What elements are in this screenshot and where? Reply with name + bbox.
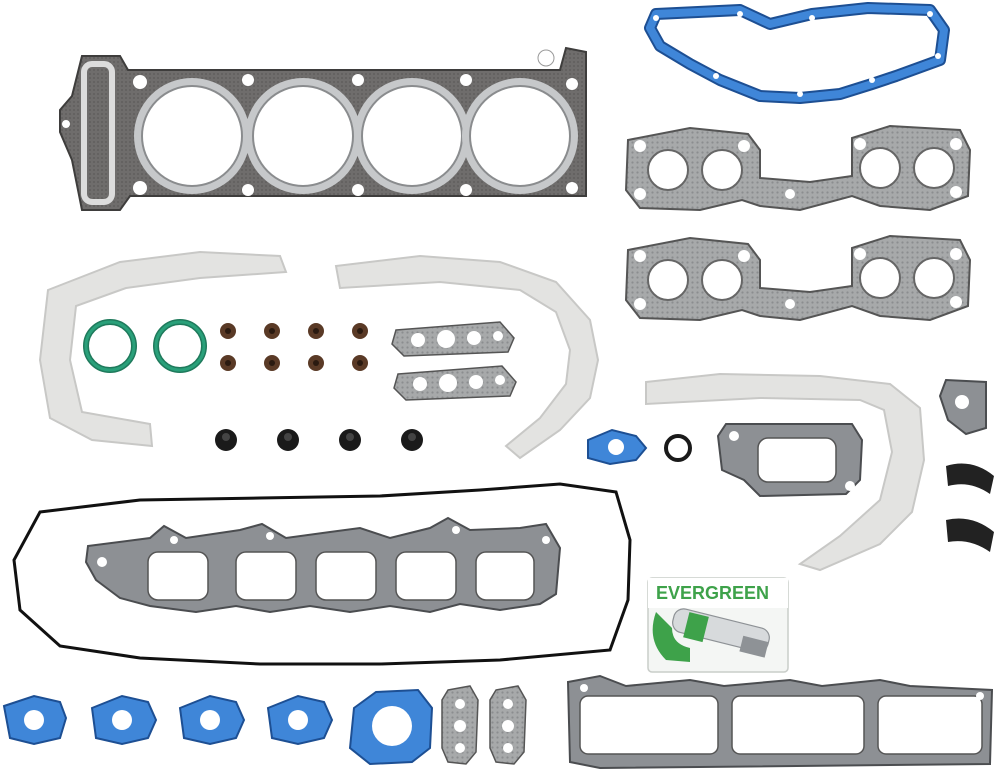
exhaust-manifold-gasket-lower <box>624 234 972 322</box>
small-vertical-gasket-2 <box>489 685 527 765</box>
fiber-strip-right <box>645 372 926 572</box>
sealant-package: EVERGREEN <box>647 577 789 673</box>
grey-outlet-gasket <box>716 423 864 498</box>
valve-stem-seals <box>220 323 368 371</box>
small-mesh-gasket-upper <box>391 321 515 357</box>
black-o-ring <box>664 434 692 462</box>
blue-gasket-3 <box>178 694 246 746</box>
blue-gasket-1 <box>2 694 68 746</box>
intake-manifold-gasket <box>84 516 562 614</box>
small-mesh-gasket-lower <box>393 365 517 401</box>
half-moon-seal-upper <box>946 463 994 494</box>
blue-gasket-2 <box>90 694 158 746</box>
fiber-strip-left <box>38 250 288 448</box>
small-blue-gasket <box>587 428 648 466</box>
valve-cover-gasket <box>12 482 632 666</box>
cylinder-head-gasket <box>59 46 587 211</box>
half-moon-seal-lower <box>946 518 994 552</box>
blue-gasket-4 <box>266 694 334 746</box>
plenum-gasket <box>566 674 994 770</box>
exhaust-manifold-gasket-upper <box>624 124 972 212</box>
blue-thermostat-gasket <box>348 688 434 766</box>
black-grommets <box>215 429 423 451</box>
sealant-brand-text: EVERGREEN <box>656 583 769 603</box>
green-o-rings <box>83 319 207 373</box>
small-vertical-gasket-1 <box>441 685 479 765</box>
timing-cover-gasket-blue <box>644 2 950 104</box>
fiber-strip-middle <box>334 254 600 460</box>
small-bracket-gasket <box>938 378 987 436</box>
